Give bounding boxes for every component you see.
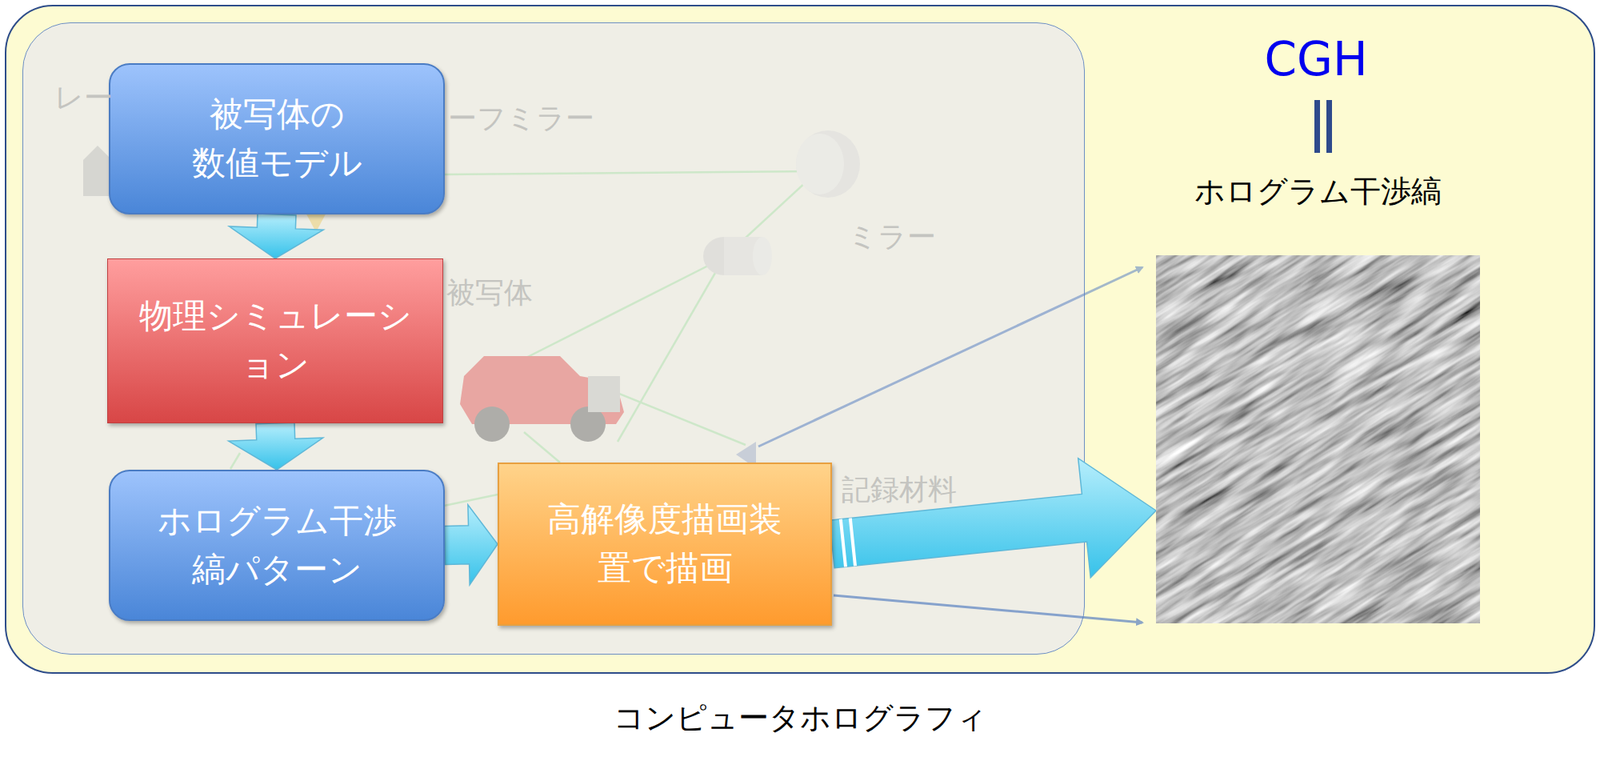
hologram-image: ホログラム干渉縞 — [1156, 172, 1480, 624]
flow-arrow — [228, 422, 324, 470]
faded-part-label: 被写体 — [446, 273, 533, 313]
block-arrow — [228, 422, 324, 470]
faded-part-label: ーフミラー — [448, 99, 595, 139]
process-box: 被写体の 数値モデル — [108, 63, 445, 215]
faded-part-label: 記録材料 — [841, 470, 957, 510]
image-heading: ホログラム干渉縞 — [1156, 172, 1480, 212]
caption: コンピュータホログラフィ — [613, 697, 988, 739]
flow-arrow — [444, 504, 499, 585]
box-text: 高解像度描画装 置で描画 — [515, 495, 815, 593]
block-arrow — [829, 458, 1156, 578]
faded-part-label: ミラー — [848, 217, 936, 257]
block-arrow — [444, 504, 499, 585]
box-text: 被写体の 数値モデル — [126, 90, 428, 188]
block-arrow — [228, 213, 324, 259]
flow-arrow — [228, 213, 324, 259]
simulation-box: 物理シミュレーシ ョン — [107, 258, 444, 424]
interference-texture — [1156, 255, 1480, 624]
output-box: 高解像度描画装 置で描画 — [497, 462, 832, 626]
flow-arrow — [829, 458, 1156, 578]
faded-part-label: レー — [54, 78, 113, 118]
arrow-stripe — [850, 518, 856, 567]
box-text: 物理シミュレーシ ョン — [124, 292, 427, 390]
arrow-stripe — [840, 519, 846, 568]
box-text: ホログラム干渉 縞パターン — [126, 496, 428, 595]
cgh-heading: CGH — [1264, 32, 1368, 87]
process-box: ホログラム干渉 縞パターン — [108, 469, 445, 621]
